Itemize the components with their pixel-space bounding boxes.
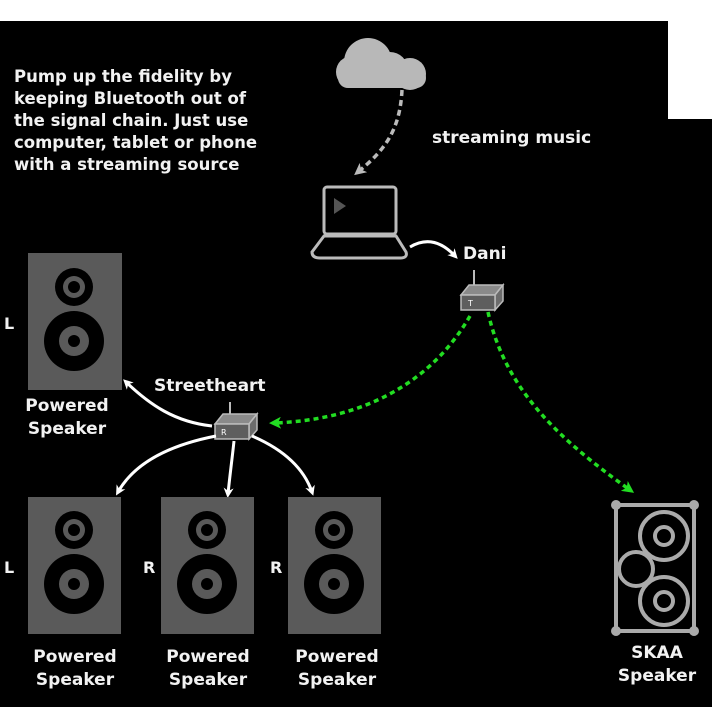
- speaker-label-line1: Powered: [166, 647, 250, 667]
- stream-arrow: [354, 89, 404, 176]
- powered-speaker-right: [288, 497, 381, 634]
- wire-to-speaker-left: [116, 434, 217, 496]
- intro-text: Pump up the fidelity by keeping Bluetoot…: [14, 67, 258, 174]
- speaker-label-top: Powered Speaker: [7, 395, 127, 441]
- channel-label-left: L: [4, 558, 15, 577]
- skaa-speaker-corners: [611, 500, 699, 636]
- laptop-to-transmitter-arrow: [409, 240, 458, 259]
- speaker-label-center: Powered Speaker: [148, 646, 268, 692]
- wire-to-speaker-right: [251, 434, 315, 496]
- cloud-icon: [336, 38, 426, 90]
- speaker-label-line2: Speaker: [35, 670, 115, 690]
- speaker-label-line1: Powered: [25, 396, 109, 416]
- top-right-notch: [668, 21, 712, 119]
- skaa-speaker-icon: [614, 503, 696, 633]
- channel-label-right: R: [270, 558, 283, 577]
- speaker-label-line2: Speaker: [168, 670, 248, 690]
- laptop-icon: [310, 185, 408, 260]
- speaker-label-line2: Speaker: [297, 670, 377, 690]
- powered-speaker-center: [161, 497, 254, 634]
- speaker-label-right: Powered Speaker: [277, 646, 397, 692]
- skaa-label-line1: SKAA: [631, 643, 683, 663]
- top-margin: [0, 0, 712, 21]
- channel-label-center: R: [143, 558, 156, 577]
- transmitter-name-label: Dani: [463, 244, 507, 264]
- speaker-label-line1: Powered: [33, 647, 117, 667]
- receiver-name-label: Streetheart: [154, 376, 266, 396]
- channel-label-top: L: [4, 314, 15, 333]
- receiver-box: [213, 402, 259, 441]
- speaker-label-line1: Powered: [295, 647, 379, 667]
- skaa-speaker-label: SKAA Speaker: [597, 642, 712, 688]
- wireless-link-to-skaa: [486, 311, 635, 493]
- powered-speaker-top: [28, 253, 122, 390]
- skaa-label-line2: Speaker: [617, 666, 697, 686]
- transmitter-box: [459, 270, 505, 312]
- speaker-label-line2: Speaker: [27, 419, 107, 439]
- powered-speaker-left: [28, 497, 121, 634]
- speaker-label-left: Powered Speaker: [15, 646, 135, 692]
- streaming-music-label: streaming music: [432, 128, 592, 148]
- wire-to-top-speaker: [123, 379, 213, 428]
- receiver-letter: R: [221, 428, 227, 437]
- wire-to-speaker-center: [223, 440, 236, 498]
- wireless-link-to-receiver: [269, 315, 472, 429]
- transmitter-letter: T: [467, 299, 473, 308]
